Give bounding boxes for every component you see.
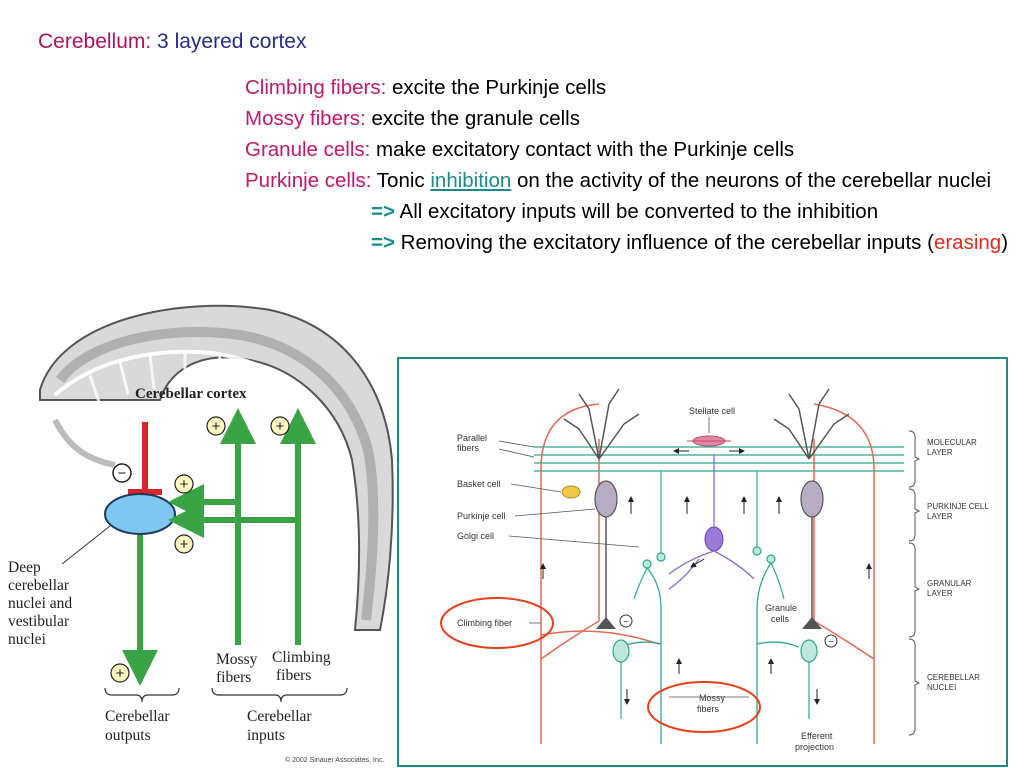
cortex-layers-figure: MOLECULAR LAYER PURKINJE CELL LAYER GRAN…: [397, 357, 1008, 767]
implication-line-1: => All excitatory inputs will be convert…: [245, 196, 1015, 227]
purkinje-line: Purkinje cells: Tonic inhibition on the …: [245, 165, 1015, 196]
granule-text: make excitatory contact with the Purkinj…: [370, 138, 795, 161]
stellate-cell: [687, 435, 731, 447]
mossy-line: Mossy fibers: excite the granule cells: [245, 103, 1015, 134]
outputs-label-1: Cerebellar: [105, 708, 170, 725]
implication-1-text: All excitatory inputs will be converted …: [394, 200, 879, 223]
mossy-term: Mossy fibers:: [245, 107, 366, 130]
stellate-label: Stellate cell: [689, 406, 735, 416]
deep-nuclei-node: [104, 493, 176, 535]
layer-granular-1: GRANULAR: [927, 579, 972, 588]
plus-label-1: +: [212, 418, 221, 435]
purkinje-label: Purkinje cell: [457, 511, 506, 521]
layer-nuclei-2: NUCLEI: [927, 683, 956, 692]
layer-purkinje-1: PURKINJE CELL: [927, 502, 989, 511]
title-term: Cerebellum:: [38, 30, 152, 53]
svg-text:Deep: Deep: [8, 559, 41, 576]
climbing-fiber-highlight: [440, 597, 554, 649]
explanation-text: Climbing fibers: excite the Purkinje cel…: [245, 72, 1015, 258]
title-rest: 3 layered cortex: [151, 30, 307, 53]
golgi-label: Golgi cell: [457, 531, 494, 541]
erasing-word: erasing: [933, 231, 1002, 254]
climbing-text: excite the Purkinje cells: [386, 76, 607, 99]
cerebellar-circuit-diagram: Cerebellar cortex − + + + + + Deep cereb…: [8, 304, 394, 764]
purkinje-cell-left: [563, 388, 640, 629]
svg-text:nuclei: nuclei: [8, 631, 47, 648]
nuclei-label: Deep cerebellar nuclei and vestibular nu…: [8, 559, 72, 648]
purkinje-text-after: on the activity of the neurons of the ce…: [511, 169, 992, 192]
layer-molecular-2: LAYER: [927, 448, 953, 457]
svg-text:nuclei and: nuclei and: [8, 595, 72, 612]
purkinje-term: Purkinje cells:: [245, 169, 372, 192]
granule-cells: [633, 471, 785, 600]
parallel-label-1: Parallel: [457, 433, 487, 443]
climbing-label-1: Climbing: [272, 649, 331, 666]
granule-line: Granule cells: make excitatory contact w…: [245, 134, 1015, 165]
granule-label-2: cells: [771, 614, 790, 624]
mossy-fig-label-2: fibers: [697, 704, 720, 714]
implication-line-2: => Removing the excitatory influence of …: [245, 227, 1015, 258]
layer-granular-2: LAYER: [927, 589, 953, 598]
purkinje-text-before: Tonic: [371, 169, 431, 192]
layer-braces: [908, 430, 921, 736]
implication-2-text: Removing the excitatory influence of the…: [394, 231, 934, 254]
inputs-brace: [211, 687, 348, 703]
climbing-fibers: [540, 403, 875, 744]
basket-cell: [561, 485, 581, 499]
layer-nuclei-1: CEREBELLAR: [927, 673, 980, 682]
svg-text:cerebellar: cerebellar: [8, 577, 70, 594]
efferent-label-1: Efferent: [801, 731, 833, 741]
plus-label-2: +: [276, 418, 285, 435]
slide-title: Cerebellum: 3 layered cortex: [38, 30, 306, 54]
implies-arrow-1: =>: [371, 200, 395, 223]
flow-arrows: [540, 448, 872, 705]
cerebellum-illustration: [39, 304, 394, 631]
minus-marker-2: −: [828, 637, 834, 648]
climbing-label-2: fibers: [276, 667, 311, 684]
plus-label-5: +: [116, 665, 125, 682]
implies-arrow-2: =>: [371, 231, 395, 254]
outputs-label-2: outputs: [105, 727, 151, 744]
mossy-text: excite the granule cells: [365, 107, 580, 130]
minus-label: −: [118, 465, 127, 482]
inhibition-markers: − −: [619, 614, 838, 648]
golgi-cell: [668, 454, 755, 590]
mossy-label-1: Mossy: [216, 651, 258, 668]
climbing-term: Climbing fibers:: [245, 76, 387, 99]
inhibition-link[interactable]: inhibition: [430, 169, 512, 192]
copyright-text: © 2002 Sinauer Associates, Inc.: [285, 756, 384, 764]
outputs-brace: [104, 687, 180, 703]
plus-markers: + + + + +: [110, 416, 290, 683]
mossy-fig-label-1: Mossy: [699, 693, 726, 703]
minus-marker-1: −: [623, 617, 629, 628]
mossy-fibers: [620, 562, 800, 744]
minus-sign: [112, 463, 132, 483]
label-pointers: [498, 440, 749, 698]
plus-label-3: +: [180, 476, 189, 493]
climbing-label: Climbing fiber: [457, 618, 512, 628]
granule-label-1: Granule: [765, 603, 797, 613]
climbing-line: Climbing fibers: excite the Purkinje cel…: [245, 72, 1015, 103]
cortex-label: Cerebellar cortex: [135, 386, 247, 402]
plus-label-4: +: [180, 536, 189, 553]
efferent-label-2: projection: [795, 742, 834, 752]
layer-purkinje-2: LAYER: [927, 512, 953, 521]
parallel-fibers: [534, 446, 904, 472]
layer-molecular-1: MOLECULAR: [927, 438, 977, 447]
nuclei-pointer: [61, 525, 111, 565]
purkinje-cell-right: [773, 388, 850, 629]
svg-text:vestibular: vestibular: [8, 613, 70, 630]
parallel-label-2: fibers: [457, 443, 480, 453]
inputs-label-1: Cerebellar: [247, 708, 312, 725]
implication-2-close: ): [1001, 231, 1009, 254]
basket-label: Basket cell: [457, 479, 501, 489]
granule-term: Granule cells:: [245, 138, 371, 161]
mossy-fiber-highlight: [647, 681, 761, 733]
inputs-label-2: inputs: [247, 727, 285, 744]
mossy-label-2: fibers: [216, 669, 251, 686]
nuclei-cells: [612, 639, 818, 719]
